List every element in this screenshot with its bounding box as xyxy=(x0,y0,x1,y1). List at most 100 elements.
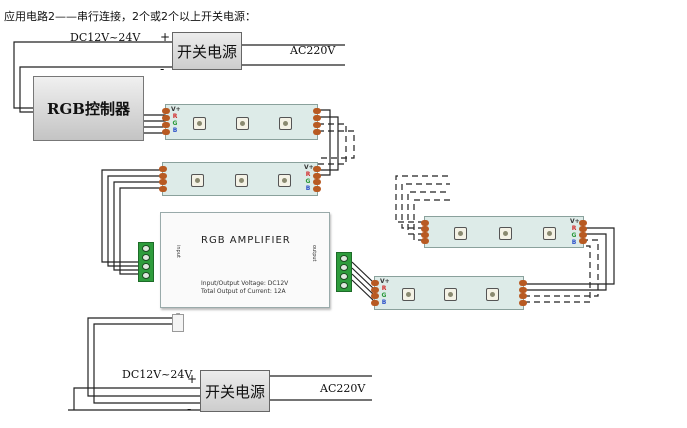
led-chip xyxy=(485,287,499,301)
controller-label: RGB控制器 xyxy=(47,100,130,118)
solder-pad xyxy=(313,108,321,114)
led-chip xyxy=(401,287,415,301)
terminal-screw xyxy=(142,245,150,252)
solder-pad xyxy=(519,299,527,306)
terminal-screw xyxy=(142,254,150,261)
amplifier-input-label: input xyxy=(175,245,181,258)
strip-pin-label: G xyxy=(571,232,577,239)
bottom-psu-label: 开关电源 xyxy=(204,382,265,401)
strip-pin-label: V+ xyxy=(380,278,390,285)
terminal-screw xyxy=(142,272,150,279)
amplifier-output-terminal xyxy=(336,252,352,292)
top-psu-plus: + xyxy=(160,30,171,44)
solder-pad xyxy=(159,166,167,172)
solder-pad xyxy=(371,299,379,306)
solder-pad xyxy=(371,280,379,286)
solder-pad xyxy=(371,286,379,293)
solder-pad xyxy=(313,185,321,192)
strip-pin-label: G xyxy=(305,178,311,185)
strip-pin-label: B xyxy=(381,299,387,306)
led-chip xyxy=(236,116,249,130)
led-chip xyxy=(443,287,457,301)
terminal-screw xyxy=(340,264,348,271)
solder-pad xyxy=(159,185,167,192)
strip-pin-label: G xyxy=(172,120,178,127)
rgb-controller: RGB控制器 xyxy=(33,76,144,141)
solder-pad xyxy=(519,280,527,286)
led-chip xyxy=(190,173,204,187)
led-chip xyxy=(278,116,292,130)
led-chip xyxy=(543,226,557,240)
strip-pin-label: R xyxy=(305,171,311,178)
amplifier-output-label: output xyxy=(311,245,317,262)
top-switching-psu: 开关电源 xyxy=(172,32,242,70)
bottom-switching-psu: 开关电源 xyxy=(200,370,270,412)
strip-pin-label: V+ xyxy=(171,106,181,113)
top-psu-label: 开关电源 xyxy=(176,42,237,61)
solder-pad xyxy=(162,115,170,121)
page-title: 应用电路2——串行连接，2个或2个以上开关电源： xyxy=(4,10,256,23)
solder-pad xyxy=(159,179,167,185)
top-psu-voltage: DC12V~24V xyxy=(70,31,141,44)
solder-pad xyxy=(371,293,379,299)
strip-pin-label: B xyxy=(305,185,311,192)
strip-pin-label: B xyxy=(172,127,178,134)
top-psu-ac: AC220V xyxy=(290,44,336,57)
strip-pin-label: V+ xyxy=(304,164,314,171)
solder-pad xyxy=(519,286,527,293)
solder-pad xyxy=(313,166,321,172)
solder-pad xyxy=(421,238,429,244)
terminal-screw xyxy=(340,282,348,289)
bottom-psu-plus: + xyxy=(187,372,198,386)
led-chip xyxy=(193,116,207,130)
terminal-screw xyxy=(340,255,348,262)
solder-pad xyxy=(579,238,587,244)
solder-pad xyxy=(313,115,321,121)
solder-pad xyxy=(313,129,321,135)
solder-pad xyxy=(162,108,170,114)
bottom-psu-ac: AC220V xyxy=(320,382,366,395)
solder-pad xyxy=(519,293,527,299)
solder-pad xyxy=(421,220,429,226)
solder-pad xyxy=(421,232,429,238)
bottom-psu-minus: - xyxy=(187,402,192,416)
amplifier-input-terminal xyxy=(138,242,154,282)
solder-pad xyxy=(421,226,429,232)
solder-pad xyxy=(579,220,587,226)
amplifier-spec-1: Input/Output Voltage: DC12V xyxy=(201,280,289,287)
strip-pin-label: V+ xyxy=(570,218,580,225)
amplifier-title: RGB AMPLIFIER xyxy=(201,235,291,246)
led-chip xyxy=(278,173,292,187)
terminal-screw xyxy=(340,273,348,280)
amplifier-power-terminal xyxy=(172,314,184,332)
terminal-screw xyxy=(142,263,150,270)
strip-pin-label: G xyxy=(381,292,387,299)
solder-pad xyxy=(313,179,321,185)
amplifier-spec-2: Total Output of Current: 12A xyxy=(201,288,286,295)
strip-pin-label: R xyxy=(172,113,178,120)
solder-pad xyxy=(579,226,587,232)
solder-pad xyxy=(579,232,587,238)
solder-pad xyxy=(313,122,321,128)
led-chip xyxy=(453,226,467,240)
rgb-amplifier: RGB AMPLIFIER Input/Output Voltage: DC12… xyxy=(160,212,330,328)
led-chip xyxy=(498,226,512,240)
strip-pin-label: R xyxy=(571,225,577,232)
solder-pad xyxy=(159,172,167,179)
led-chip xyxy=(234,173,248,187)
strip-pin-label: R xyxy=(381,285,387,292)
solder-pad xyxy=(162,129,170,135)
bottom-psu-voltage: DC12V~24V xyxy=(122,368,193,381)
solder-pad xyxy=(162,122,170,128)
strip-pin-label: B xyxy=(571,239,577,246)
